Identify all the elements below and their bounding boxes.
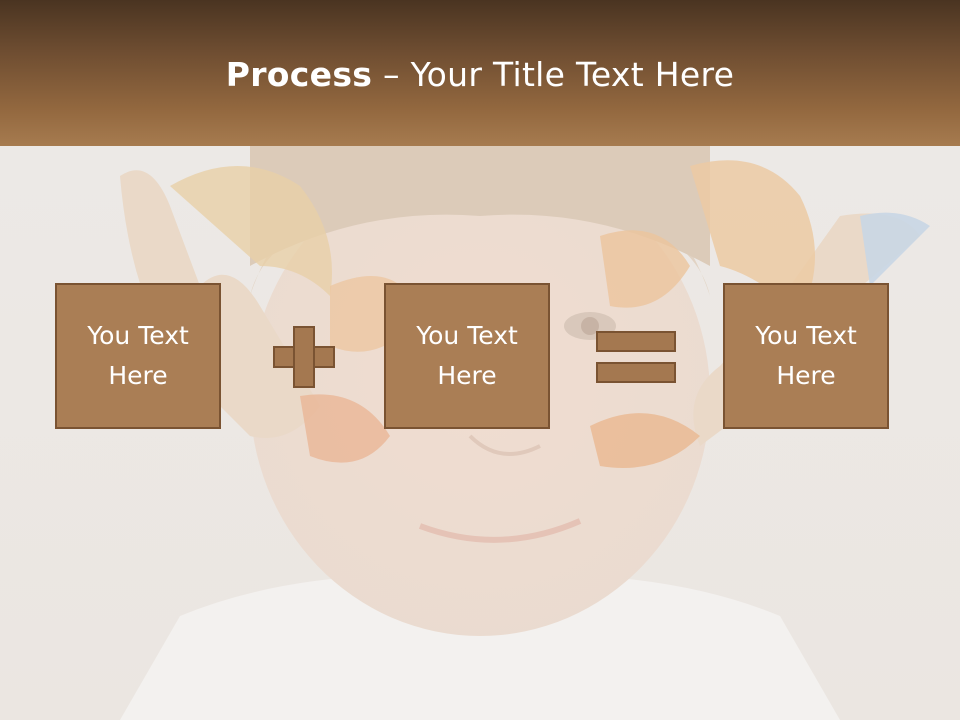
background-photo — [0, 146, 960, 720]
title-rest: – Your Title Text Here — [372, 55, 735, 94]
slide-title[interactable]: Process – Your Title Text Here — [0, 52, 960, 98]
process-box-2[interactable]: You Text Here — [384, 283, 550, 429]
box-1-line-2: Here — [108, 361, 168, 390]
equals-icon — [596, 331, 676, 383]
title-band: Process – Your Title Text Here — [0, 0, 960, 146]
box-2-line-2: Here — [437, 361, 497, 390]
child-photo-illustration — [120, 146, 930, 720]
box-3-line-2: Here — [776, 361, 836, 390]
process-box-1[interactable]: You Text Here — [55, 283, 221, 429]
title-bold: Process — [225, 55, 373, 94]
box-2-line-1: You Text — [416, 321, 518, 350]
plus-icon — [273, 326, 335, 388]
box-3-line-1: You Text — [755, 321, 857, 350]
process-box-3[interactable]: You Text Here — [723, 283, 889, 429]
box-1-line-1: You Text — [87, 321, 189, 350]
